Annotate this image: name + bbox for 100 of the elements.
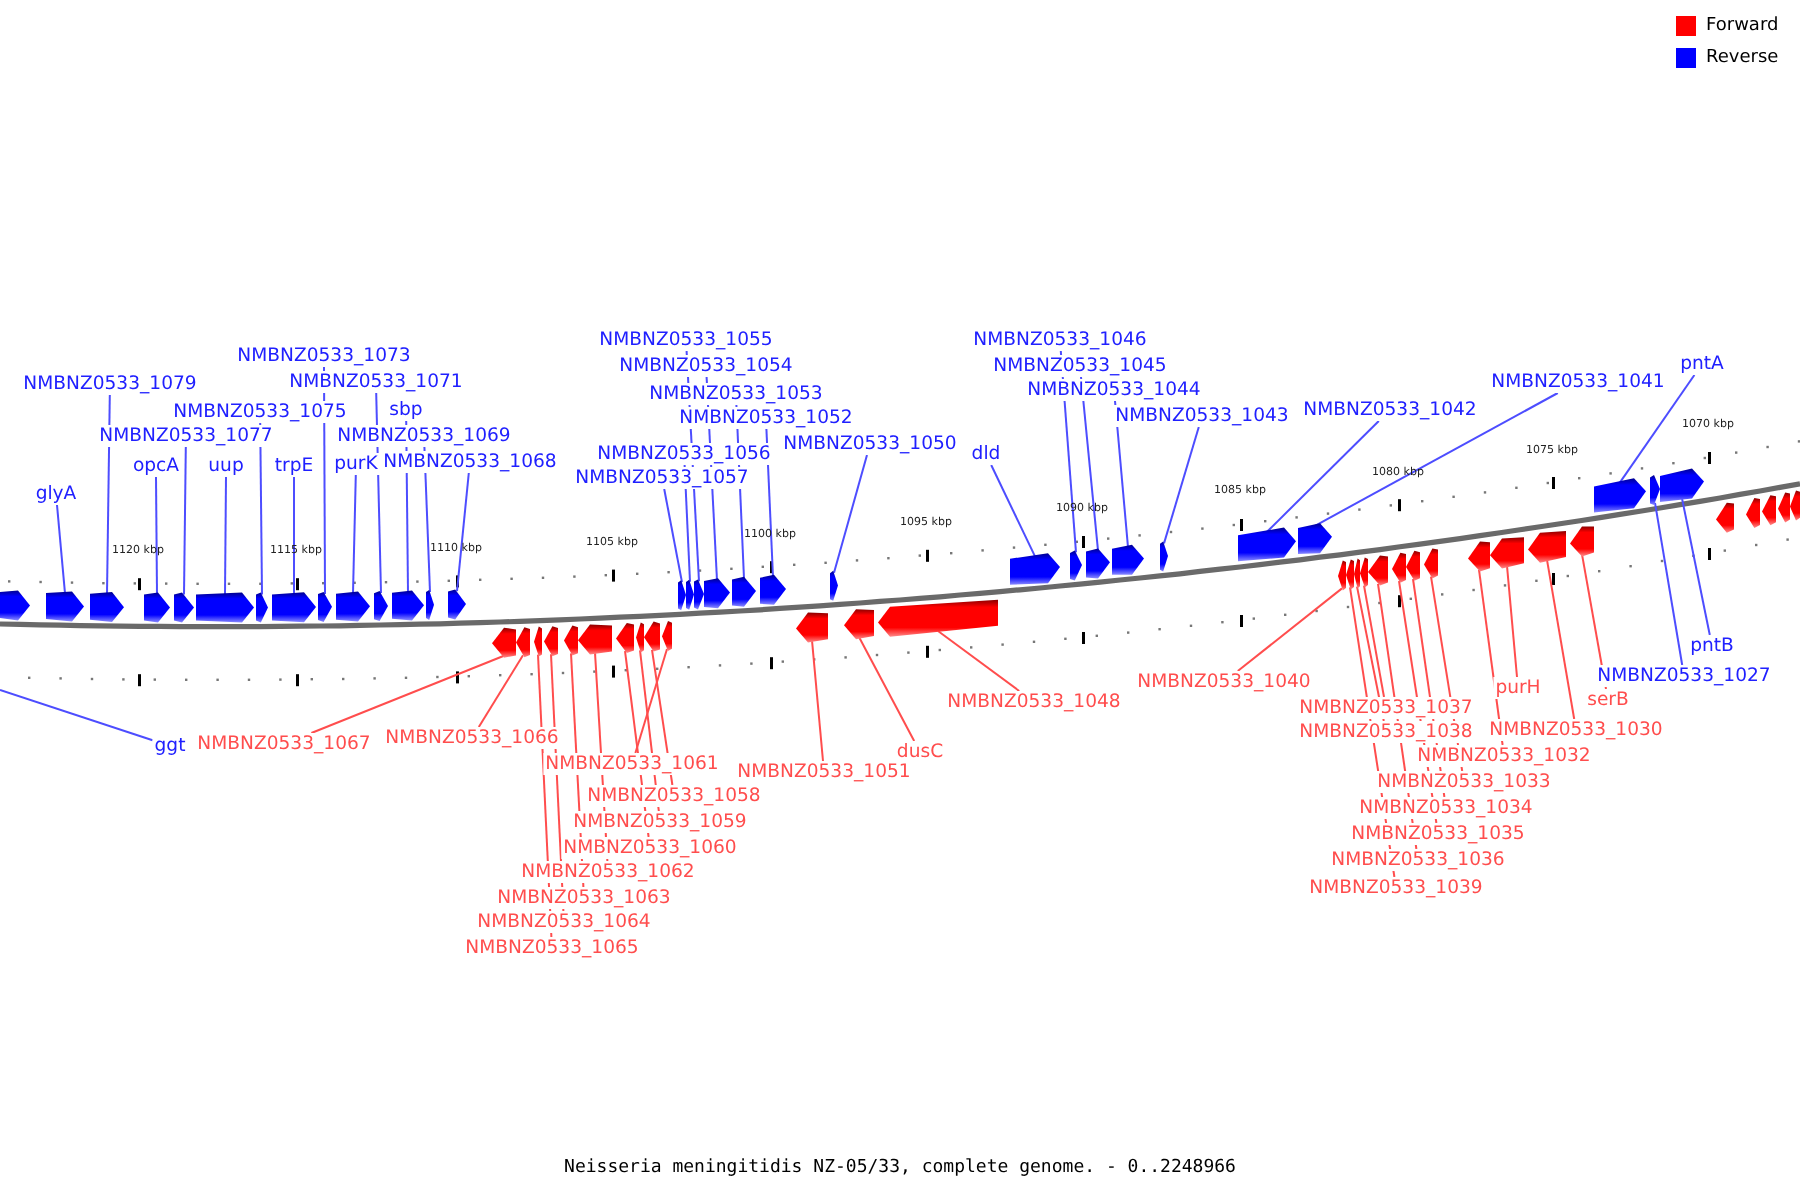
gene-marker [336,591,370,622]
gene-marker [1716,502,1734,533]
gene-label: NMBNZ0533_1061 [543,753,721,775]
gene-label: NMBNZ0533_1073 [235,345,413,367]
gene-marker [1160,541,1168,572]
gene-marker [1468,541,1490,572]
gene-label: NMBNZ0533_1068 [381,451,559,473]
gene-label: sbp [387,399,425,421]
leader-line [456,472,470,593]
gene-marker [878,599,998,637]
leader-line [833,454,868,574]
gene-label: NMBNZ0533_1063 [495,887,673,909]
leader-line [634,648,668,754]
gene-label: NMBNZ0533_1058 [585,785,763,807]
gene-marker [46,591,84,622]
gene-label: NMBNZ0533_1069 [335,425,513,447]
gene-label: NMBNZ0533_1046 [971,329,1149,351]
gene-label: NMBNZ0533_1071 [287,371,465,393]
gene-label: dld [969,443,1003,465]
gene-marker [644,621,660,652]
gene-marker [844,609,874,640]
gene-marker [1746,498,1760,528]
gene-marker [678,580,686,611]
gene-label: NMBNZ0533_1045 [991,355,1169,377]
gene-label: NMBNZ0533_1067 [195,733,373,755]
gene-marker [1490,537,1524,569]
leader-line [293,476,295,596]
gene-label: NMBNZ0533_1062 [519,861,697,883]
gene-marker [1238,527,1296,562]
leader-line [1114,400,1129,549]
gene-label: NMBNZ0533_1044 [1025,379,1203,401]
gene-label: NMBNZ0533_1037 [1297,697,1475,719]
leader-line [375,392,382,594]
gene-marker [1778,492,1790,523]
gene-marker [448,589,466,620]
gene-marker [662,621,672,651]
gene-marker [1594,478,1646,513]
caption: Neisseria meningitidis NZ-05/33, complete genome. - 0..2248966 [564,1158,1236,1178]
gene-label: pntA [1678,353,1726,375]
gene-label: NMBNZ0533_1077 [97,425,275,447]
gene-marker [534,626,542,657]
gene-marker [732,576,756,607]
gene-marker [1070,550,1082,581]
legend-label: Reverse [1706,46,1779,70]
gene-marker [1354,558,1360,589]
gene-label: purK [332,453,380,475]
gene-label: NMBNZ0533_1052 [677,407,855,429]
leader-line [1506,564,1518,678]
leader-line [990,464,1036,558]
gene-label: NMBNZ0533_1066 [383,727,561,749]
gene-marker [830,570,838,601]
leader-line [477,654,524,728]
gene-marker [686,579,694,610]
leader-line [663,488,683,584]
gene-label: NMBNZ0533_1053 [647,383,825,405]
gene-marker [90,592,124,622]
gene-marker [1346,559,1354,590]
gene-marker [1424,548,1438,579]
gene-label: NMBNZ0533_1054 [617,355,795,377]
leader-line [858,636,916,742]
gene-marker [1528,531,1566,563]
gene-label: opcA [130,455,182,477]
leader-line [352,474,357,595]
gene-label: NMBNZ0533_1079 [21,373,199,395]
gene-label: NMBNZ0533_1030 [1487,719,1665,741]
gene-marker [0,590,30,621]
gene-label: NMBNZ0533_1075 [171,401,349,423]
gene-label: NMBNZ0533_1055 [597,329,775,351]
gene-label: NMBNZ0533_1065 [463,937,641,959]
gene-marker [760,574,786,605]
leader-line [1163,426,1200,545]
gene-label: purH [1493,677,1543,699]
leader-line [937,630,1021,692]
gene-label: NMBNZ0533_1042 [1301,399,1479,421]
gene-marker [1010,553,1060,585]
gene-label: dusC [894,741,946,763]
gene-label: NMBNZ0533_1048 [945,691,1123,713]
gene-label: NMBNZ0533_1051 [735,761,913,783]
leader-line [106,394,111,595]
gene-marker [1112,544,1144,575]
gene-label: NMBNZ0533_1064 [475,911,653,933]
leader-line [259,422,263,596]
gene-marker [544,626,558,657]
gene-marker [1298,523,1332,554]
gene-marker [1086,548,1110,579]
gene-label: pntB [1688,635,1736,657]
leader-line [0,689,154,742]
gene-label: NMBNZ0533_1036 [1329,849,1507,871]
gene-label: NMBNZ0533_1040 [1135,671,1313,693]
gene-label: NMBNZ0533_1060 [561,837,739,859]
gene-label: NMBNZ0533_1039 [1307,877,1485,899]
gene-label: NMBNZ0533_1034 [1357,797,1535,819]
gene-marker [1406,550,1420,581]
gene-label: NMBNZ0533_1059 [571,811,749,833]
leader-line [1314,392,1559,527]
gene-marker [144,592,170,623]
gene-marker [374,591,388,621]
gene-marker [1762,495,1776,526]
gene-label: ggt [152,735,188,757]
gene-label: uup [206,455,246,477]
